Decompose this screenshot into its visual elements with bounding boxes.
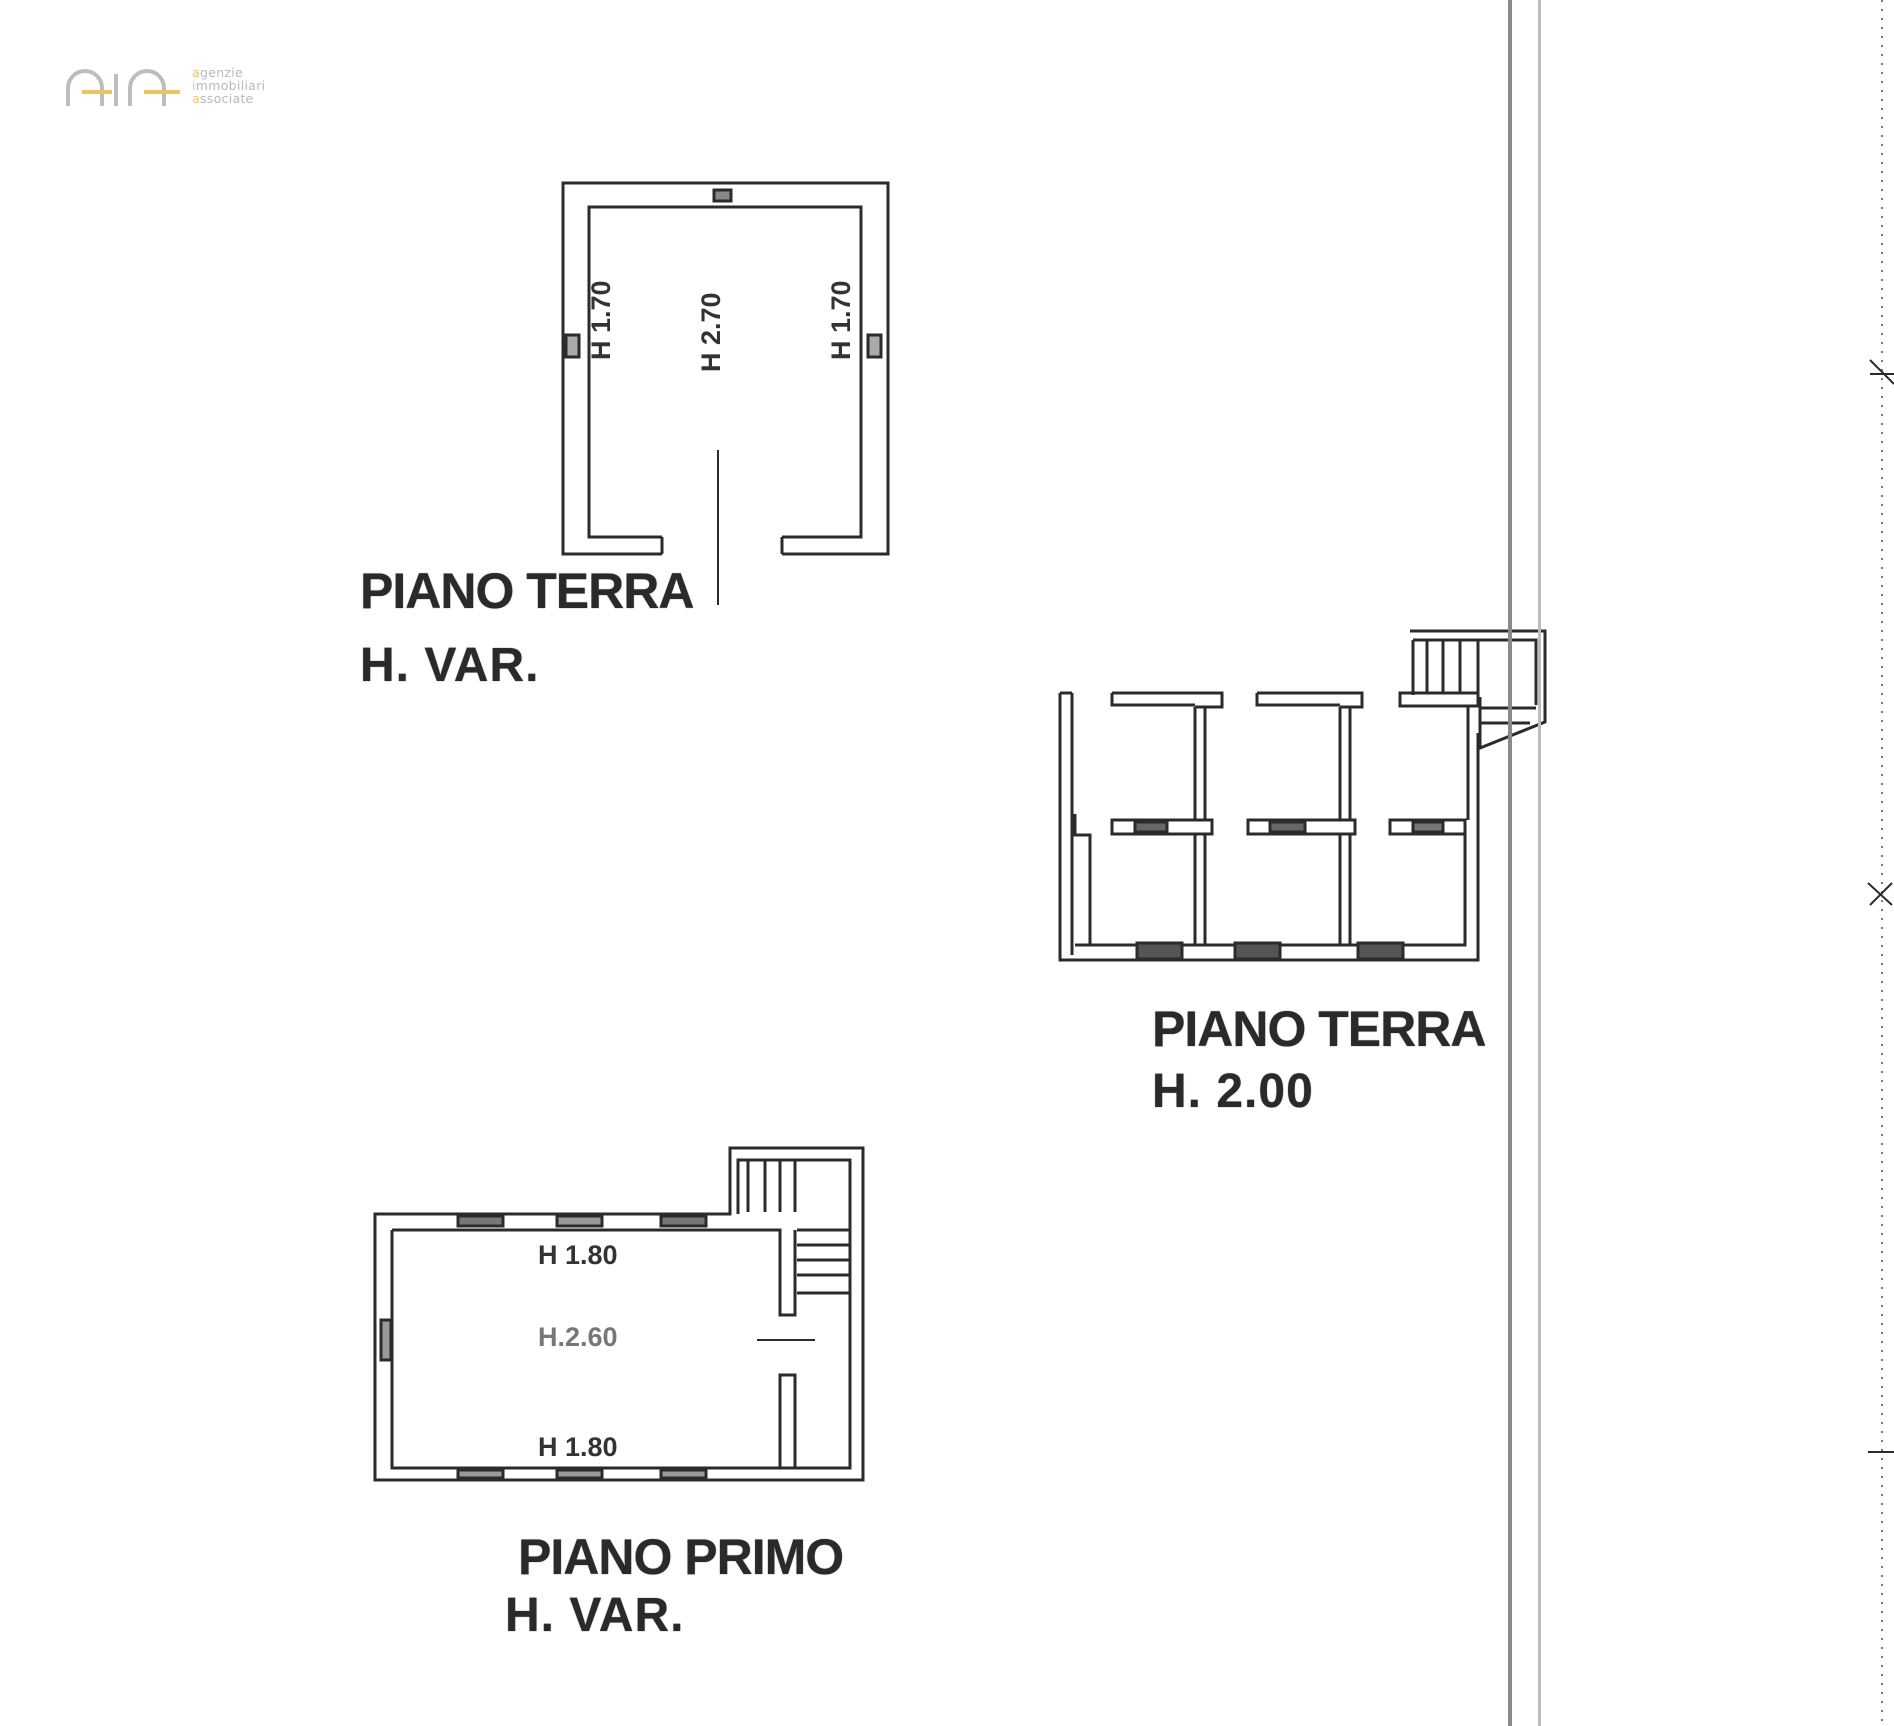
plan-title: PIANO TERRA	[1152, 1001, 1486, 1057]
room-height-label: H 2.70	[696, 292, 726, 372]
aia-logo-mark-icon	[66, 69, 180, 106]
room-height-label: H.2.60	[538, 1322, 618, 1352]
plan-height: H. 2.00	[1152, 1065, 1314, 1118]
plan-title: PIANO PRIMO	[518, 1529, 844, 1585]
plan-3-walls	[373, 1146, 865, 1482]
plan-title: PIANO TERRA	[360, 563, 694, 619]
plan-height: H. VAR.	[360, 639, 540, 692]
logo-text: agenzie immobiliari associate	[192, 65, 266, 106]
margin-line-light	[1538, 0, 1541, 1726]
room-height-label: H 1.70	[826, 280, 856, 360]
plan-2-walls	[1058, 629, 1547, 962]
room-height-label: H 1.80	[538, 1240, 618, 1270]
room-height-label: H 1.80	[538, 1432, 618, 1462]
room-height-label: H 1.70	[586, 280, 616, 360]
agency-logo: agenzie immobiliari associate	[64, 66, 294, 112]
plan-1-walls	[561, 181, 890, 605]
margin-line-dark	[1508, 0, 1512, 1726]
plan-height: H. VAR.	[505, 1589, 685, 1642]
margin-registration-marks	[1867, 0, 1894, 1726]
